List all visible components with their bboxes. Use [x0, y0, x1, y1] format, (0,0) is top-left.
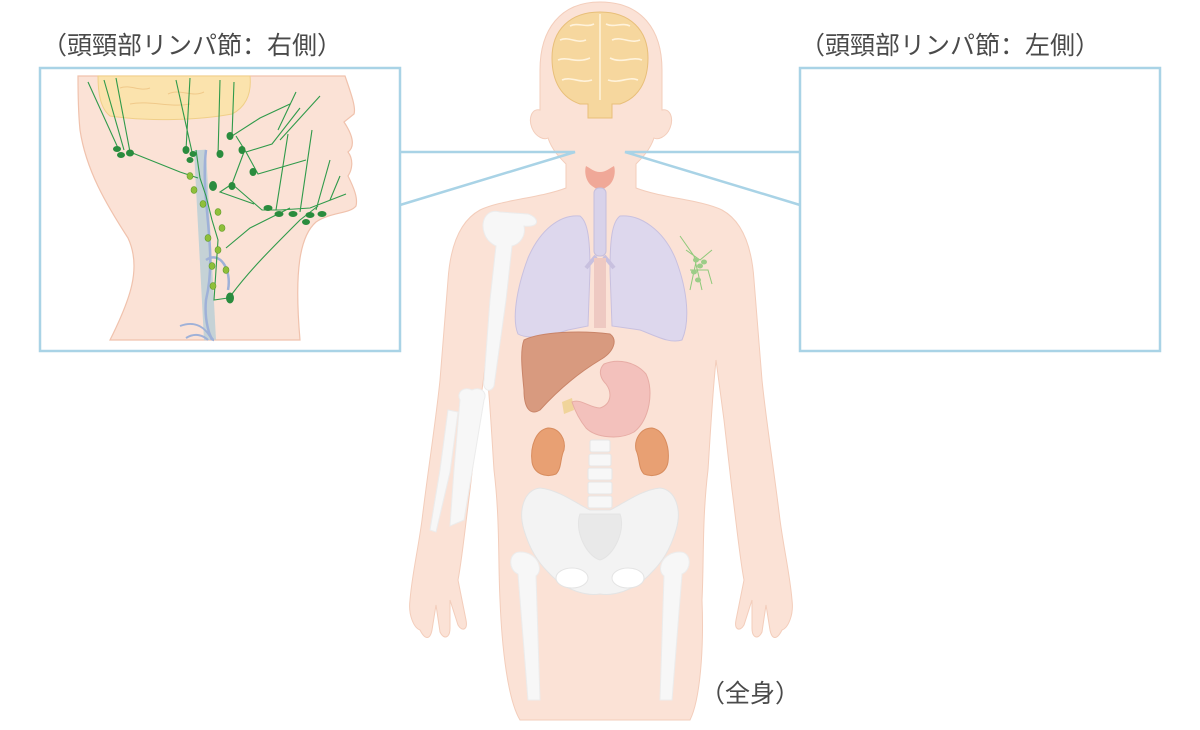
lymph-vessels-right: [87, 77, 347, 301]
label-head-neck-right: （頭頸部リンパ節：右側）: [42, 31, 343, 60]
lung-left: [609, 215, 688, 342]
femurs: [510, 551, 690, 701]
label-head-neck-left: （頭頸部リンパ節：左側）: [800, 31, 1101, 60]
brain-portion: [97, 75, 251, 121]
lungs: [514, 215, 688, 342]
lymph-nodes-light-right: [186, 172, 230, 290]
lung-right: [514, 215, 591, 338]
kidney-left: [635, 427, 669, 476]
liver: [521, 331, 615, 413]
right-arm-bones: [429, 210, 537, 533]
connector-lines: [399, 150, 801, 207]
lymph-nodes-right: [113, 132, 327, 304]
kidneys: [531, 427, 669, 476]
trachea: [593, 187, 607, 257]
panel-head-neck-right: [38, 66, 402, 353]
stomach: [571, 360, 651, 438]
kidney-right: [531, 427, 565, 476]
axillary-lymph-nodes: [679, 235, 713, 291]
brain: [551, 11, 649, 119]
panel-head-neck-left: [798, 66, 1162, 353]
connector-left-panel: [624, 150, 801, 207]
pelvis: [521, 487, 679, 595]
label-whole-body: （全身）: [700, 679, 801, 708]
thyroid: [585, 166, 615, 190]
femur-left: [659, 551, 690, 701]
femur-right: [510, 551, 541, 701]
body-silhouette: [409, 1, 793, 721]
connector-right-panel: [399, 150, 576, 207]
gallbladder: [562, 398, 574, 414]
whole-body-figure: [409, 1, 793, 721]
spine: [587, 439, 613, 509]
